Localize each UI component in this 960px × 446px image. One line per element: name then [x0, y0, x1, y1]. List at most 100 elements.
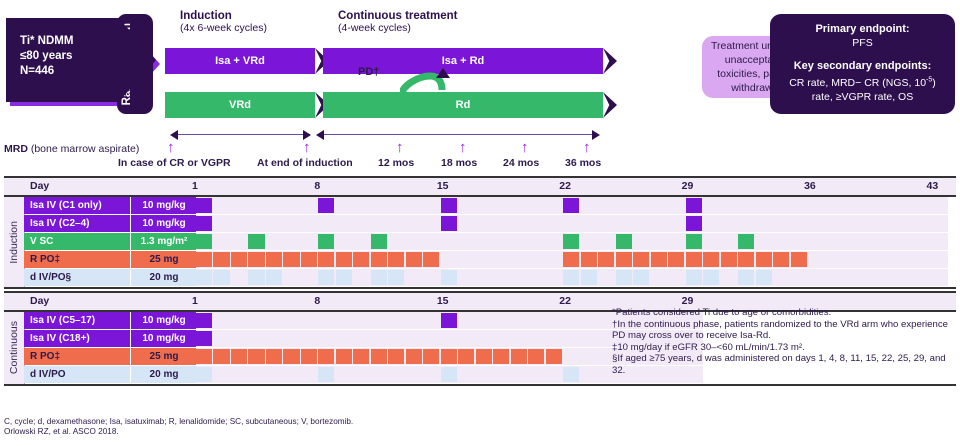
- secondary-endpoint-title: Key secondary endpoints:: [793, 60, 932, 72]
- dose-marker-day-11: [370, 252, 387, 267]
- drug-name-cell: d IV/PO: [24, 366, 130, 383]
- dose-marker-day-15: [440, 349, 457, 364]
- population-line3: N=446: [20, 65, 55, 77]
- dose-marker-day-15: [440, 313, 457, 328]
- mrd-label-bold: MRD: [4, 143, 28, 155]
- phase-heading-induction: Induction (4x 6-week cycles): [180, 10, 267, 34]
- dose-marker-day-1: [196, 331, 213, 346]
- dose-marker-day-28: [668, 252, 685, 267]
- mrd-axis-mid-arrowhead-right: [303, 130, 311, 140]
- crossover-label: PD†: [358, 66, 380, 78]
- dose-marker-day-13: [405, 252, 422, 267]
- day-tick-15: 15: [436, 180, 449, 192]
- crossover-arrow-icon: [400, 68, 450, 95]
- mrd-tick-arrow-2: ↑: [303, 139, 311, 156]
- mrd-timepoint-5: 24 mos: [503, 157, 540, 169]
- mrd-axis-mid-arrowhead-left: [316, 130, 324, 140]
- phase-label-text-induction: Induction: [8, 220, 20, 264]
- dose-marker-day-14: [423, 349, 440, 364]
- dose-marker-day-22: [563, 252, 580, 267]
- arm-label-isa-rd: Isa + Rd: [441, 55, 485, 67]
- dose-marker-day-2: [213, 252, 230, 267]
- credits-block: C, cycle; d, dexamethasone; Isa, isatuxi…: [4, 417, 353, 437]
- mrd-label: MRD (bone marrow aspirate): [4, 143, 139, 155]
- dose-marker-day-1: [196, 198, 213, 213]
- dosing-track: [196, 312, 704, 329]
- day-tick-8: 8: [314, 180, 321, 192]
- drug-dose-cell: 10 mg/kg: [131, 312, 197, 329]
- mrd-timepoint-4: 18 mos: [441, 157, 478, 169]
- dose-marker-day-30: [703, 252, 720, 267]
- dose-marker-day-3: [230, 252, 248, 267]
- mrd-label-rest: (bone marrow aspirate): [27, 143, 140, 155]
- dose-marker-day-15: [440, 367, 457, 382]
- dose-marker-day-4: [248, 252, 265, 267]
- day-tick-15: 15: [436, 295, 449, 307]
- mrd-tick-arrow-4: ↑: [459, 139, 467, 156]
- footnote-4: §If aged ≥75 years, d was administered o…: [612, 353, 946, 376]
- dosing-track: [196, 215, 948, 232]
- dose-marker-day-2: [213, 349, 230, 364]
- dose-marker-day-25: [615, 270, 632, 285]
- dose-marker-day-10: [353, 349, 370, 364]
- dose-marker-day-8: [318, 270, 335, 285]
- day-header-label: Day: [30, 180, 50, 192]
- table-rule-top: [4, 291, 956, 293]
- dose-marker-day-32: [738, 252, 755, 267]
- dose-marker-day-13: [405, 349, 422, 364]
- dose-marker-day-25: [615, 252, 632, 267]
- dose-marker-day-10: [353, 252, 370, 267]
- arrow-tip-continuous-ctrl: [603, 92, 617, 118]
- dosing-track: [196, 233, 948, 250]
- schedule-row: Isa IV (C1 only)10 mg/kg: [24, 197, 956, 215]
- day-tick-1: 1: [192, 180, 198, 192]
- dose-marker-day-1: [196, 234, 213, 249]
- dose-marker-day-29: [685, 252, 702, 267]
- dose-marker-day-12: [388, 252, 405, 267]
- dose-marker-day-27: [650, 252, 667, 267]
- phase-label-induction: Induction: [4, 197, 25, 287]
- dose-marker-day-4: [248, 349, 265, 364]
- dose-marker-day-12: [388, 270, 405, 285]
- endpoints-box: Primary endpoint: PFS Key secondary endp…: [770, 14, 955, 114]
- arm-band-induction-experimental: Isa + VRd: [165, 48, 315, 74]
- dose-marker-day-19: [510, 349, 527, 364]
- primary-endpoint-value: PFS: [852, 37, 873, 49]
- drug-dose-cell: 20 mg: [131, 269, 197, 286]
- population-line2: ≤80 years: [20, 50, 73, 62]
- day-header-label: Day: [30, 295, 50, 307]
- dosing-track: [196, 197, 948, 214]
- drug-dose-cell: 10 mg/kg: [131, 330, 197, 347]
- day-tick-1: 1: [192, 295, 198, 307]
- drug-name-cell: R PO‡: [24, 348, 130, 365]
- population-line1: Ti* NDMM: [20, 35, 74, 47]
- day-tick-36: 36: [804, 180, 816, 192]
- schedule-row: Isa IV (C2–4)10 mg/kg: [24, 215, 956, 233]
- phase-label-text-continuous: Continuous: [8, 321, 20, 375]
- dose-marker-day-15: [440, 216, 457, 231]
- phase-title-continuous: Continuous treatment: [338, 10, 458, 22]
- dose-marker-day-6: [283, 349, 300, 364]
- dose-marker-day-22: [563, 270, 580, 285]
- secondary-endpoint-exponent: -5: [926, 76, 933, 83]
- dose-marker-day-21: [545, 349, 562, 364]
- dosing-track: [196, 330, 704, 347]
- dose-marker-day-32: [738, 270, 755, 285]
- dose-marker-day-1: [196, 367, 213, 382]
- secondary-endpoint-line1-text: CR rate, MRD− CR (NGS, 10: [789, 76, 927, 89]
- dosing-track: [196, 251, 948, 268]
- drug-dose-cell: 10 mg/kg: [131, 197, 197, 214]
- secondary-endpoint-line1: CR rate, MRD− CR (NGS, 10-5): [789, 76, 936, 89]
- dose-marker-day-29: [685, 234, 702, 249]
- dose-marker-day-1: [196, 349, 213, 364]
- dose-marker-day-5: [265, 270, 283, 285]
- dose-marker-day-7: [300, 349, 317, 364]
- dosing-track: [196, 269, 948, 286]
- dose-marker-day-1: [196, 216, 213, 231]
- drug-name-cell: Isa IV (C1 only): [24, 197, 130, 214]
- dose-marker-day-23: [580, 252, 597, 267]
- dose-marker-day-8: [318, 234, 335, 249]
